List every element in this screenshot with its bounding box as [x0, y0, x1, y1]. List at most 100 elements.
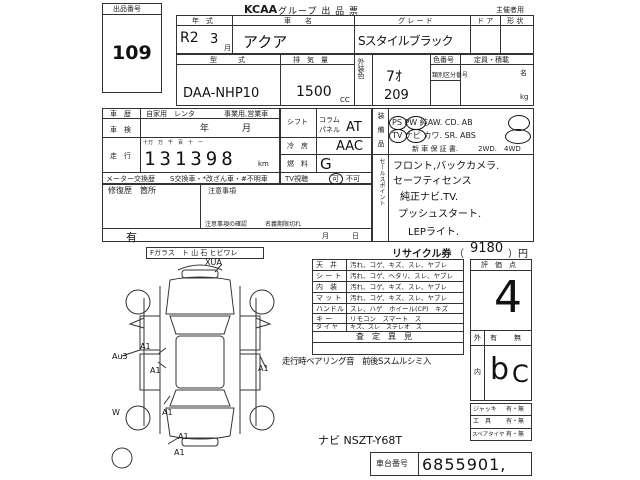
shift-table [280, 108, 372, 184]
cond-opts-handle: スレ、ハゲ ホイール(CP) キズ [350, 305, 449, 313]
equipment-row-2: TV ナビ カワ. SR. ABS [392, 131, 476, 140]
model-label: 型 式 [210, 56, 245, 64]
equipment-table [372, 108, 534, 242]
cond-opts-mat: 汚れ、コゲ、キズ、スレ、ヤブレ [350, 294, 448, 302]
damage-a1-wheel: A1 [174, 448, 185, 457]
damage-a1-right: A1 [258, 364, 269, 373]
cond-label-tire: タ イ ヤ [316, 324, 338, 331]
model-table [176, 54, 534, 106]
displacement-value: 1500 [296, 84, 332, 100]
eval-int-grade: C [512, 360, 529, 388]
inspector-label: 主催者用 [496, 6, 524, 14]
navi-model-note: ナビ NSZT-Y68T [318, 434, 403, 447]
fuel-label: 燃 料 [287, 160, 308, 168]
drive-type-label: 2WD. 4WD [478, 145, 521, 153]
cond-label-seat: シ ー ト [316, 272, 342, 280]
cond-label-handle: ハンドル [316, 305, 344, 313]
recycle-value: 9180 [470, 241, 504, 256]
sales-line-3: 純正ナビ.TV. [400, 192, 459, 203]
car-body-diagram [111, 263, 275, 469]
interior-condition-table [312, 259, 464, 343]
cond-opts-interior: 汚れ、コゲ、キズ、スレ、ヤブレ [350, 283, 448, 291]
cond-opts-key: リモコン スマート ス [350, 315, 422, 323]
shift-column-label: コラム [319, 116, 340, 124]
abs-circle [505, 129, 531, 144]
exterior-label: 外装色 [357, 58, 365, 79]
equipment-row-1: PS PW 純AW. CD. AB [392, 118, 473, 127]
repair-day: 日 [352, 232, 359, 240]
cond-opts-ceiling: 汚れ、コゲ、キズ、スレ、ヤブレ [350, 261, 448, 269]
shift-value: AT [346, 120, 362, 135]
repair-has: 有 [126, 231, 137, 244]
car-name: アクア [243, 33, 288, 51]
repair-table [102, 184, 372, 242]
inspector-notes-title: 査 定 異 見 [356, 332, 412, 341]
recycle-label: リサイクル券 [392, 249, 452, 260]
sales-point-label: セールスポイント [378, 158, 385, 206]
capacity-kg-unit: kg [520, 93, 529, 101]
glass-box [146, 247, 264, 259]
grade-value: Sスタイルブラック [358, 34, 454, 48]
name-label: 車 名 [284, 17, 312, 25]
inspection-month: 月 [242, 124, 252, 134]
cond-label-key: キ ー [316, 315, 333, 323]
inspection-year: 年 [200, 124, 210, 134]
sheet-title: グループ 出 品 票 [278, 7, 360, 17]
lot-label: 出品番号 [113, 5, 141, 13]
displacement-unit: CC [340, 96, 350, 104]
damage-a1-left-front: A1 [140, 342, 151, 351]
damage-a1-rear: A1 [178, 432, 189, 441]
capacity-label: 定員・積載 [474, 56, 509, 64]
sales-line-1: フロント,バックカメラ. [393, 161, 500, 172]
cond-opts-seat: 汚れ、コゲ、ヘタリ、スレ、ヤブレ [350, 272, 454, 280]
door-label: ド ア [477, 17, 494, 25]
caution-check-row: 注意事項の確認 名義期限切れ [205, 221, 302, 228]
eval-int-label: 内 [474, 368, 481, 376]
damage-a1-trunk: A1 [162, 408, 173, 417]
pw-circle [406, 116, 426, 130]
jack-label: ジャッキ [473, 406, 497, 413]
eval-none: 無 [514, 334, 521, 342]
month-unit: 月 [224, 44, 231, 52]
color-no-label: 色番号 [433, 56, 454, 64]
eval-label: 評 価 点 [481, 261, 516, 269]
color-change-label: 類別区分番号 [432, 72, 469, 79]
sales-line-2: セーフティセンス [393, 176, 472, 187]
accessories-table [470, 403, 532, 441]
reg-options: 自家用 レンタ [146, 110, 195, 118]
cond-label-ceiling: 天 井 [316, 261, 337, 269]
main-info-table [176, 15, 534, 54]
year-label: 年 式 [192, 17, 213, 25]
cond-label-interior: 内 装 [316, 283, 337, 291]
damage-w-label: W [112, 408, 120, 417]
cond-label-mat: マ ッ ト [316, 294, 342, 302]
cond-opts-tire: キズ、スレ ステレオ ス [350, 324, 423, 331]
model-value: DAA-NHP10 [183, 86, 260, 101]
spare-opt: 有・無 [506, 431, 525, 438]
sales-line-5: LEPライト. [408, 227, 460, 238]
mileage-label: 走 行 [110, 152, 131, 160]
damage-front-label: XUA [205, 258, 222, 267]
displacement-label: 排 気 量 [293, 56, 328, 64]
mileage-digit-labels: 十万 万 千 百 十 一 [143, 140, 204, 146]
damage-a1-left-rear: A1 [150, 366, 161, 375]
shift-label: シフト [287, 118, 308, 126]
shape-label: 形 状 [507, 17, 524, 25]
warranty-label: 新 車 保 証 書. [412, 145, 459, 153]
damage-au3-label: Au3 [112, 352, 128, 361]
inspection-label: 車 検 [110, 126, 131, 134]
inspector-notes-box [312, 331, 464, 355]
kcaa-logo: KCAA [244, 3, 278, 16]
mileage-value: 131398 [144, 148, 237, 170]
glass-label: Fガラス ト 山 石 ヒビワレ [150, 249, 238, 257]
year-era: R2 [180, 30, 199, 46]
ps-circle [389, 116, 407, 130]
registration-table [102, 108, 280, 184]
sales-line-4: プッシュスタート. [398, 209, 482, 220]
tool-label: 工 具 [473, 418, 492, 425]
lot-number: 109 [112, 42, 152, 64]
eval-ext-label: 外 [474, 334, 481, 342]
meter-change-label: メーター交換歴 [106, 175, 155, 183]
tv-options: 可 不可 [332, 175, 360, 183]
meter-change-options: S交換車・*改ざん車・#不明車 [170, 175, 268, 183]
